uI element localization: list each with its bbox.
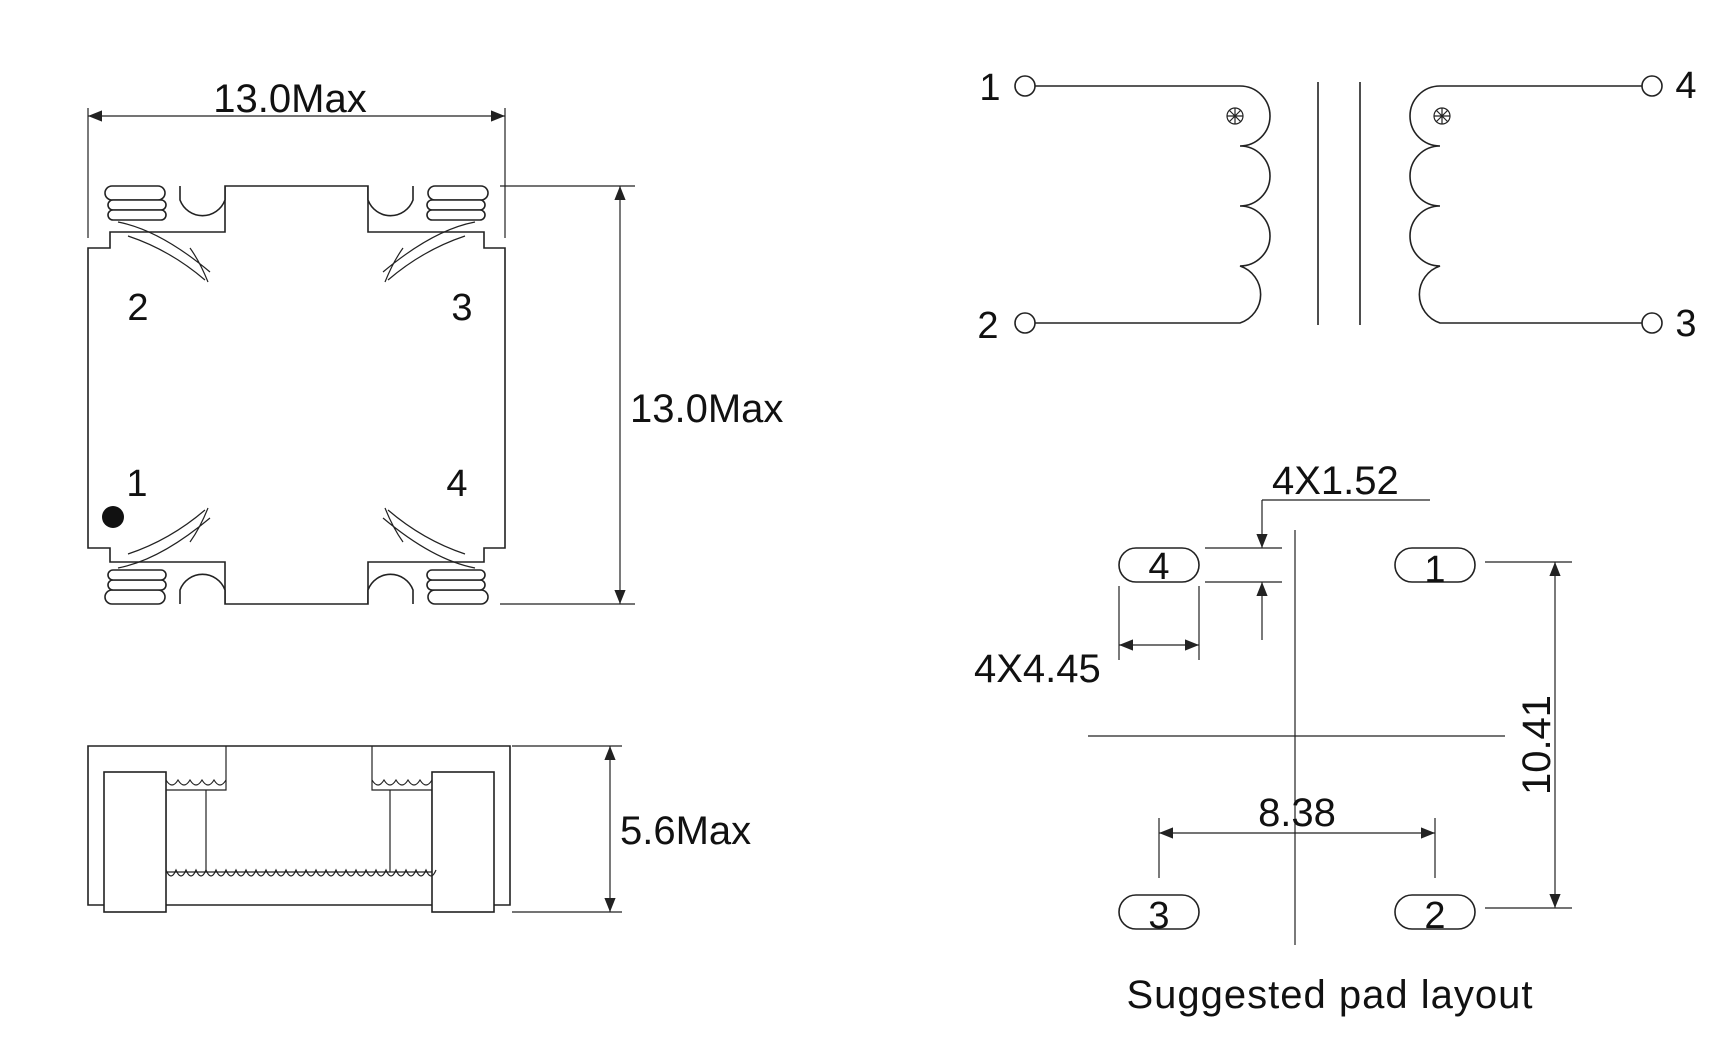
schematic-pin-4-node (1641, 75, 1663, 97)
notch-bottom-right (367, 573, 414, 604)
top-pin-4-label: 4 (446, 463, 467, 505)
notch-top-left (179, 186, 226, 217)
pad-1-label: 1 (1424, 549, 1445, 591)
vertical-pitch-label: 10.41 (1515, 695, 1559, 795)
pad-layout: 4 1 3 2 4X1.52 4X4.45 8.38 10.41 Suggest… (974, 459, 1572, 1017)
top-pin-3-label: 3 (451, 287, 472, 329)
schematic-pin-1-node (1014, 75, 1036, 97)
pad-4-label: 4 (1148, 546, 1169, 588)
side-coil-bottom (165, 868, 437, 877)
side-coil-top-right (371, 778, 433, 786)
horizontal-pitch-label: 8.38 (1258, 791, 1336, 835)
schematic-pin-2-label: 2 (977, 305, 998, 347)
top-width-label: 13.0Max (213, 77, 366, 121)
side-body-outline (87, 745, 511, 906)
pad-1 (1394, 547, 1476, 583)
terminal-bottom-right (382, 507, 489, 605)
pin-1-polarity-dot (102, 506, 124, 528)
terminal-top-right (382, 185, 489, 283)
pad-width-label: 4X1.52 (1272, 459, 1399, 503)
schematic-pin-2-node (1014, 312, 1036, 334)
core-body-outline (87, 185, 506, 605)
pad-2 (1394, 894, 1476, 930)
pad-3 (1118, 894, 1200, 930)
schematic-pin-3-label: 3 (1675, 303, 1696, 345)
primary-polarity-dot (1226, 107, 1244, 125)
top-pin-1-label: 1 (126, 463, 147, 505)
secondary-polarity-dot (1433, 107, 1451, 125)
schematic-pin-1-label: 1 (979, 67, 1000, 109)
terminal-bottom-left (104, 507, 211, 605)
schematic-pin-3-node (1641, 312, 1663, 334)
notch-bottom-left (179, 573, 226, 604)
schematic: 1 2 4 3 (977, 65, 1696, 347)
primary-winding (1035, 85, 1271, 324)
pad-3-label: 3 (1148, 895, 1169, 937)
secondary-winding (1409, 85, 1642, 324)
side-terminal-left (103, 771, 167, 913)
notch-top-right (367, 186, 414, 217)
pad-2-label: 2 (1424, 895, 1445, 937)
side-terminal-right (431, 771, 495, 913)
side-height-label: 5.6Max (620, 809, 751, 853)
schematic-pin-4-label: 4 (1675, 65, 1696, 107)
pad-length-label: 4X4.45 (974, 647, 1101, 691)
top-pin-2-label: 2 (127, 287, 148, 329)
top-height-label: 13.0Max (630, 387, 783, 431)
pad-4 (1118, 547, 1200, 583)
pad-layout-caption: Suggested pad layout (1127, 973, 1534, 1017)
top-view: 13.0Max 13.0Max (87, 77, 783, 605)
terminal-top-left (104, 185, 211, 283)
side-coil-top-left (165, 778, 227, 786)
side-view: 5.6Max (87, 745, 751, 913)
